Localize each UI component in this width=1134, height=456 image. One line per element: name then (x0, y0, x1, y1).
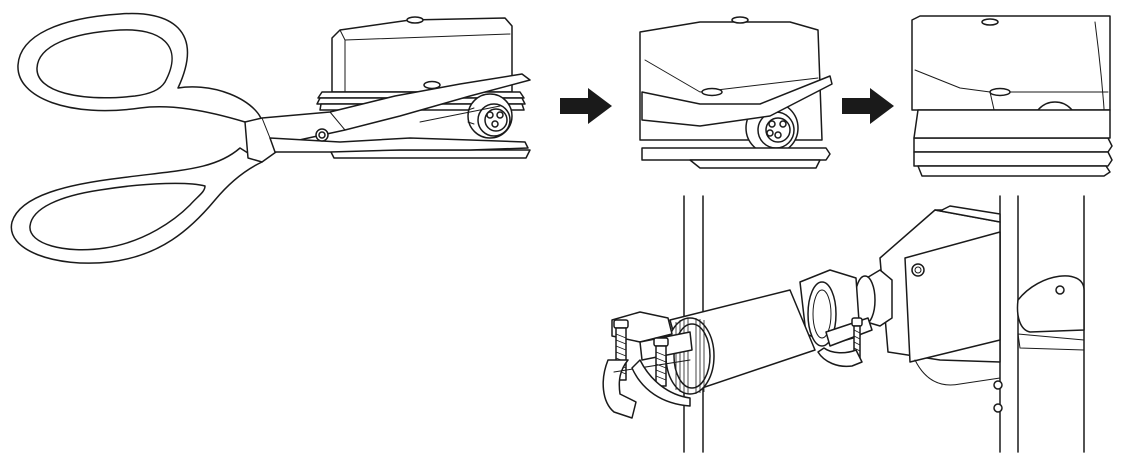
panel-plug-cut (639, 16, 833, 169)
panel-install-gland (602, 195, 1085, 453)
panel-cut-plug (10, 12, 531, 264)
scissors-icon (10, 12, 531, 264)
screw-icon (653, 337, 669, 387)
right-arrow-icon (560, 88, 612, 124)
screw-icon (613, 319, 629, 381)
panel-hole-open (911, 15, 1113, 177)
right-arrow-icon (842, 88, 894, 124)
junction-box-icon (879, 205, 1085, 413)
cable-gland-icon (602, 269, 893, 419)
